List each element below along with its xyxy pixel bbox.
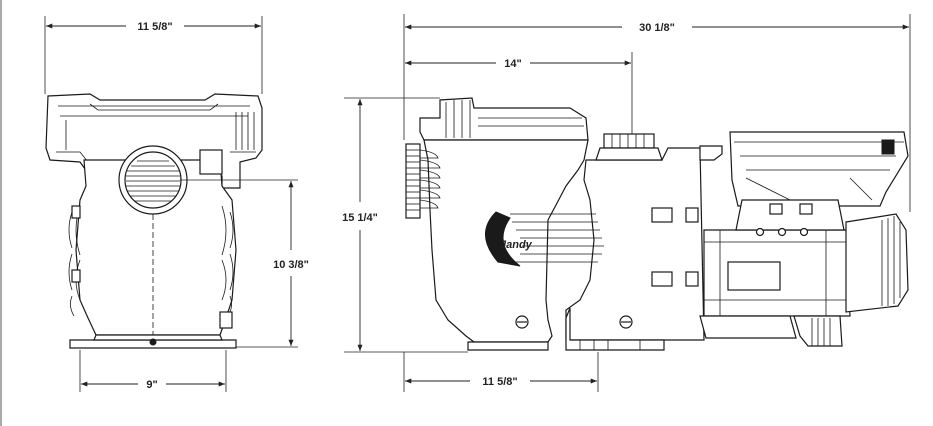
side-inlet-outlet-label: 14" [504,58,521,70]
front-width-dimension: 11 5/8" [44,16,263,94]
front-width-label: 11 5/8" [137,21,172,33]
side-overall-label: 30 1/8" [639,22,675,34]
side-base-label: 11 5/8" [482,376,517,388]
front-base-label: 9" [146,379,157,391]
side-height-label: 15 1/4" [342,212,378,224]
front-base-dimension: 9" [79,350,227,392]
front-view [45,93,263,349]
side-inlet-outlet-dimension: 14" [405,52,633,134]
side-overall-dimension: 30 1/8" [403,14,911,212]
side-height-dimension: 15 1/4" [342,97,468,353]
side-view: Jandy [405,97,909,351]
front-height-label: 10 3/8" [273,259,309,271]
side-base-dimension: 11 5/8" [403,352,599,392]
front-height-dimension: 10 3/8" [180,179,309,348]
brand-logo: Jandy [500,239,533,251]
